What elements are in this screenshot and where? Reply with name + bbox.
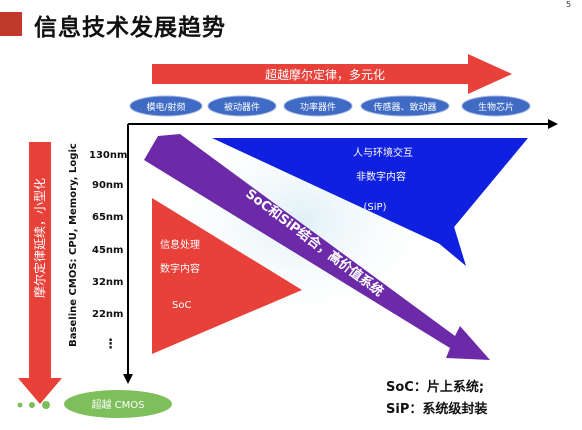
left-arrow-label: 摩尔定律延续，小型化 xyxy=(32,178,47,298)
category-label: 功率器件 xyxy=(300,101,336,113)
category-pill xyxy=(283,95,353,117)
blue-triangle-line2: 非数字内容 xyxy=(356,170,406,183)
vertical-axis-arrowhead xyxy=(123,374,133,384)
node-label: 22nm xyxy=(92,309,123,320)
top-arrow-label: 超越摩尔定律，多元化 xyxy=(265,67,385,82)
blue-triangle-line3: (SiP) xyxy=(364,202,387,213)
category-label: 被动器件 xyxy=(224,101,260,113)
category-pill xyxy=(207,95,277,117)
dot xyxy=(17,402,23,408)
blue-triangle-line1: 人与环境交互 xyxy=(353,146,413,159)
category-label: 模电/射频 xyxy=(146,101,185,113)
horizontal-axis-arrowhead xyxy=(548,119,558,129)
title-accent-bar xyxy=(0,12,22,36)
page-number: 5 xyxy=(566,0,572,9)
node-label: 65nm xyxy=(92,212,123,223)
node-label: ⋮ xyxy=(104,337,117,352)
axis-label: Baseline CMOS: CPU, Memory, Logic xyxy=(68,143,79,347)
red-triangle-line1: 信息处理 xyxy=(160,238,200,251)
page-title: 信息技术发展趋势 xyxy=(34,15,226,41)
node-label: 90nm xyxy=(92,180,123,191)
blue-triangle xyxy=(212,138,528,244)
left-red-arrow xyxy=(18,142,62,404)
legend-soc: SoC：片上系统; xyxy=(386,380,485,395)
category-pill xyxy=(461,95,531,117)
node-label: 32nm xyxy=(92,277,123,288)
red-triangle xyxy=(152,198,302,354)
node-labels: 130nm 90nm 65nm 45nm 32nm 22nm ⋮ xyxy=(89,150,127,352)
node-label: 45nm xyxy=(92,245,123,256)
category-pill xyxy=(129,95,203,117)
beyond-cmos-label: 超越 CMOS xyxy=(91,398,144,411)
red-triangle-line3: SoC xyxy=(172,300,191,311)
category-pills: 模电/射频 被动器件 功率器件 传感器、致动器 生物芯片 xyxy=(129,95,531,117)
legend-sip: SiP：系统级封装 xyxy=(386,402,488,417)
node-label: 130nm xyxy=(89,150,127,161)
category-label: 生物芯片 xyxy=(478,101,514,113)
dot xyxy=(29,402,35,408)
category-pill xyxy=(360,95,450,117)
dot xyxy=(42,401,50,409)
purple-diagonal-arrow xyxy=(144,134,490,360)
category-label: 传感器、致动器 xyxy=(373,101,436,113)
top-red-arrow xyxy=(152,54,512,94)
beyond-cmos-cloud xyxy=(64,390,172,418)
red-triangle-line2: 数字内容 xyxy=(160,262,200,275)
blue-arrowhead xyxy=(430,220,466,266)
